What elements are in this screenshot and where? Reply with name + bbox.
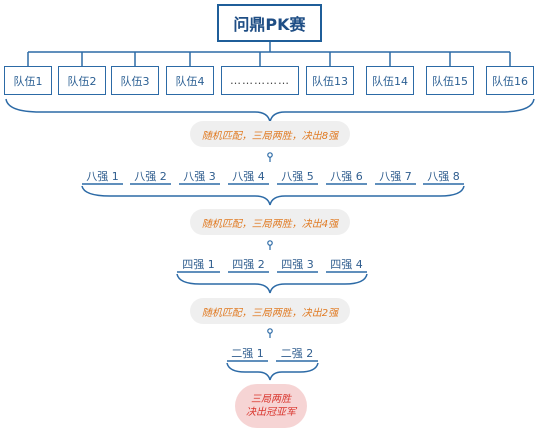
quarterfinalist-label: 八强 7 [379, 170, 412, 183]
pin-icon [267, 152, 273, 158]
quarterfinalist-label: 八强 4 [232, 170, 265, 183]
teams-brace [5, 98, 535, 123]
stage3-brace [226, 362, 319, 381]
stage3-rule: 随机匹配，三局两胜，决出2强 [190, 298, 350, 324]
team-box: 队伍15 [426, 66, 474, 95]
semifinalist-label: 四强 4 [330, 258, 363, 271]
semifinalist-label: 四强 1 [182, 258, 215, 271]
final-match-box: 三局两胜 决出冠亚军 [235, 384, 307, 428]
final-line-2: 决出冠亚军 [246, 407, 296, 418]
semifinalist-label: 四强 3 [281, 258, 314, 271]
team-box: 队伍13 [306, 66, 354, 95]
quarterfinalist-label: 八强 5 [281, 170, 314, 183]
finalist-label: 二强 2 [280, 347, 314, 360]
team-box: 队伍1 [4, 66, 52, 95]
quarterfinalist-label: 八强 3 [183, 170, 216, 183]
tournament-title: 问鼎PK赛 [217, 4, 322, 42]
stage1-rule: 随机匹配，三局两胜，决出8强 [190, 121, 350, 147]
semifinalist-label: 四强 2 [232, 258, 265, 271]
team-box: 队伍16 [486, 66, 534, 95]
stage2-rule: 随机匹配，三局两胜，决出4强 [190, 209, 350, 235]
quarterfinalist-label: 八强 1 [86, 170, 119, 183]
ellipsis-text: …………… [230, 74, 290, 87]
final-line-1: 三局两胜 [251, 394, 291, 405]
stage1-brace [81, 185, 465, 206]
quarterfinalist-label: 八强 2 [134, 170, 167, 183]
team-box: 队伍3 [111, 66, 159, 95]
team-box: 队伍4 [166, 66, 214, 95]
pin-icon [267, 240, 273, 246]
team-ellipsis-box: …………… [221, 66, 299, 95]
pin-icon [267, 328, 273, 334]
quarterfinalist-label: 八强 8 [427, 170, 460, 183]
stage2-brace [176, 273, 368, 294]
finalist-label: 二强 1 [231, 347, 264, 360]
team-box: 队伍2 [58, 66, 106, 95]
team-box: 队伍14 [366, 66, 414, 95]
quarterfinalist-label: 八强 6 [330, 170, 363, 183]
